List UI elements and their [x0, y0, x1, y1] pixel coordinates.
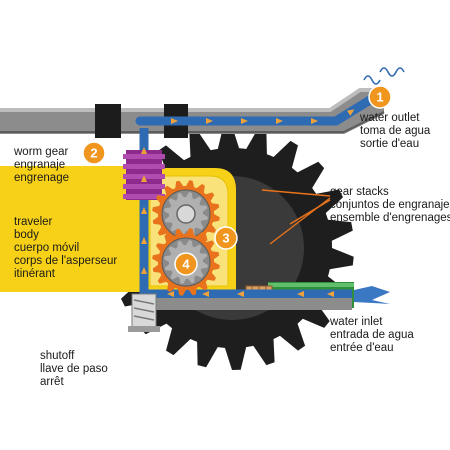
flow-arrow: [347, 109, 355, 116]
outlet-pipe: [0, 88, 385, 138]
label-traveler-body: traveler body cuerpo móvil corps de l'as…: [14, 216, 118, 280]
label-shutoff: shutoff llave de paso arrêt: [40, 350, 108, 388]
svg-text:2: 2: [90, 146, 97, 161]
inlet-pipe-edge: [140, 298, 352, 310]
flow-arrow: [202, 291, 209, 297]
svg-text:3: 3: [222, 231, 229, 246]
label-worm-gear: worm gear engranaje engrenage: [14, 146, 69, 184]
water-channel-outlet: [135, 95, 375, 126]
marker-3: 3: [214, 226, 238, 250]
label-gear-stacks: gear stacks conjuntos de engranajes ense…: [330, 186, 450, 224]
svg-text:4: 4: [182, 257, 190, 272]
flow-arrow: [241, 118, 248, 124]
flow-arrow: [327, 291, 334, 297]
flow-arrow: [141, 267, 147, 274]
flow-arrow: [167, 291, 174, 297]
water-spray-outlet: [363, 67, 405, 85]
svg-text:1: 1: [376, 90, 383, 105]
flow-arrow: [276, 118, 283, 124]
flow-arrow: [206, 118, 213, 124]
leader-lines: [261, 189, 331, 245]
water-inlet-hose: [354, 286, 390, 304]
flow-arrow: [141, 207, 147, 214]
label-water-outlet: water outlet toma de agua sortie d'eau: [360, 112, 431, 150]
flow-arrow: [171, 118, 178, 124]
flow-arrow: [141, 237, 147, 244]
gear-1: [152, 180, 220, 248]
marker-4: 4: [174, 252, 198, 276]
label-water-inlet: water inlet entrada de agua entrée d'eau: [330, 316, 414, 354]
flow-arrow: [297, 291, 304, 297]
flow-arrow: [311, 118, 318, 124]
flow-arrow: [237, 291, 244, 297]
flow-arrow: [141, 175, 147, 182]
shutoff-valve: [128, 293, 160, 332]
marker-1: 1: [368, 85, 392, 109]
flow-arrow: [141, 147, 147, 154]
flow-arrows: [141, 109, 355, 297]
worm-gear: [123, 150, 165, 200]
marker-2: 2: [82, 141, 106, 165]
